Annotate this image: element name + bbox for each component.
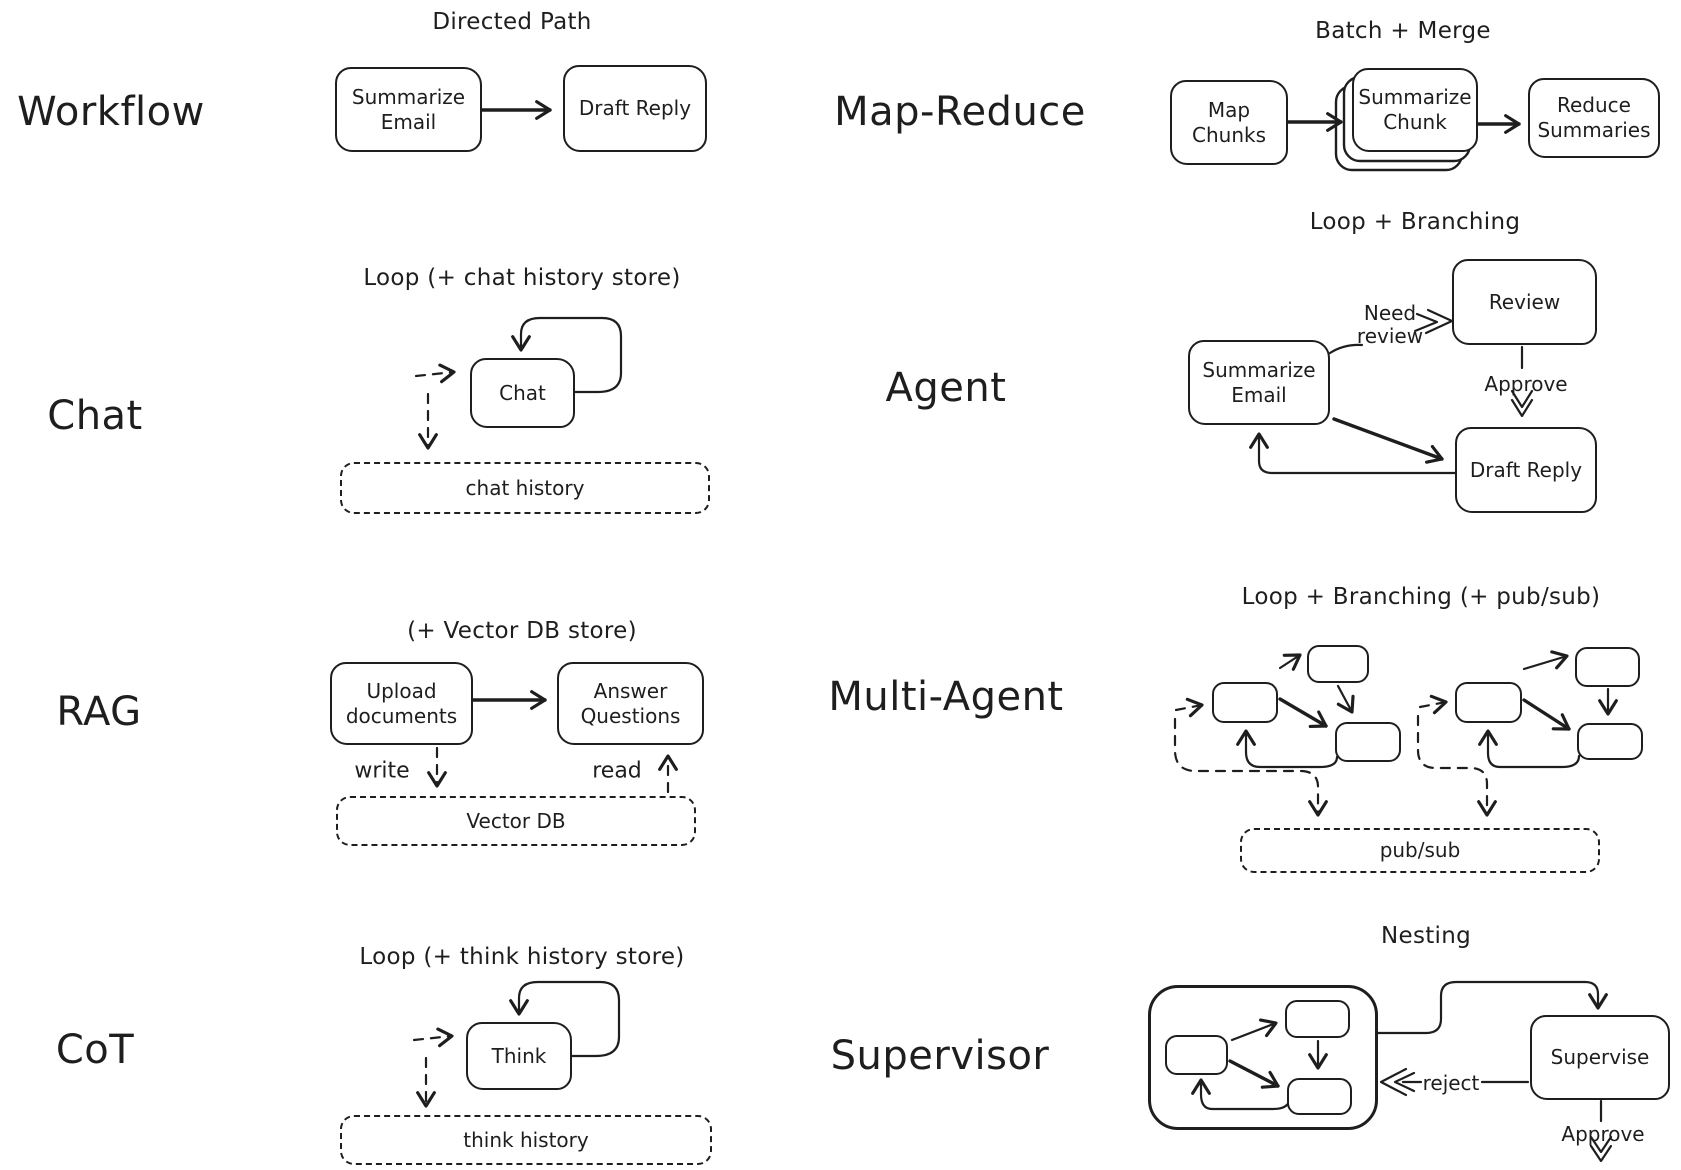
nested-node	[1165, 1035, 1228, 1075]
multi-agent-node	[1455, 682, 1522, 723]
nested-graph-container	[1148, 985, 1378, 1130]
multi-agent-right-cluster-arrows	[1416, 650, 1618, 817]
think-self-loop	[509, 980, 621, 1058]
chat-self-loop	[511, 316, 623, 394]
nested-node	[1285, 1000, 1350, 1038]
cot-arrows	[412, 980, 621, 1108]
pattern-title-loop-branching: Loop + Branching	[1309, 209, 1521, 235]
store-vector-db: Vector DB	[336, 796, 696, 846]
section-label-workflow: Workflow	[17, 89, 205, 135]
section-label-agent: Agent	[885, 365, 1007, 411]
store-think-history: think history	[340, 1115, 712, 1165]
node-upload-documents: Upload documents	[330, 662, 473, 745]
section-label-cot: CoT	[55, 1027, 135, 1073]
node-think: Think	[466, 1022, 572, 1090]
multi-agent-node	[1335, 722, 1401, 762]
node-summarize-chunk: Summarize Chunk	[1352, 68, 1478, 152]
edge-label-reject: reject	[1422, 1071, 1480, 1095]
pattern-title-vector-db-store: (+ Vector DB store)	[407, 618, 637, 644]
section-label-supervisor: Supervisor	[830, 1033, 1050, 1079]
pattern-title-nesting: Nesting	[1380, 923, 1472, 949]
edge-label-approve: Approve	[1484, 372, 1568, 396]
pattern-title-directed-path: Directed Path	[432, 9, 592, 35]
multi-agent-node	[1307, 645, 1369, 683]
rag-arrows	[427, 690, 678, 794]
section-label-map-reduce: Map-Reduce	[834, 89, 1086, 135]
node-agent-summarize-email: Summarize Email	[1188, 340, 1330, 425]
node-reduce-summaries: Reduce Summaries	[1528, 78, 1660, 158]
node-chat: Chat	[470, 358, 575, 428]
node-supervise: Supervise	[1530, 1015, 1670, 1100]
edge-label-supervisor-approve: Approve	[1561, 1122, 1645, 1146]
multi-agent-left-cluster-arrows	[1173, 653, 1355, 817]
node-map-chunks: Map Chunks	[1170, 80, 1288, 165]
section-label-multi-agent: Multi-Agent	[828, 674, 1064, 720]
pattern-title-batch-merge: Batch + Merge	[1315, 18, 1491, 44]
pattern-title-loop-branching-pubsub: Loop + Branching (+ pub/sub)	[1241, 584, 1601, 610]
multi-agent-node	[1575, 647, 1640, 687]
multi-agent-node	[1577, 723, 1643, 760]
multi-agent-node	[1212, 682, 1278, 723]
nested-node	[1287, 1078, 1352, 1115]
chat-arrows	[414, 316, 623, 450]
nest-to-supervise-arrow	[1376, 980, 1608, 1035]
node-answer-questions: Answer Questions	[557, 662, 704, 745]
pattern-title-think-loop: Loop (+ think history store)	[359, 944, 685, 970]
node-summarize-email: Summarize Email	[335, 67, 482, 152]
edge-label-write: write	[354, 758, 410, 784]
section-label-rag: RAG	[56, 689, 142, 735]
section-label-chat: Chat	[47, 393, 143, 439]
node-review: Review	[1452, 259, 1597, 345]
edge-label-need-review: Need review	[1356, 301, 1424, 348]
agent-return-loop	[1249, 432, 1457, 475]
node-draft-reply: Draft Reply	[563, 65, 707, 152]
store-chat-history: chat history	[340, 462, 710, 514]
store-pub-sub: pub/sub	[1240, 828, 1600, 873]
edge-label-read: read	[592, 758, 642, 784]
node-agent-draft-reply: Draft Reply	[1455, 427, 1597, 513]
pattern-title-chat-loop: Loop (+ chat history store)	[363, 265, 681, 291]
